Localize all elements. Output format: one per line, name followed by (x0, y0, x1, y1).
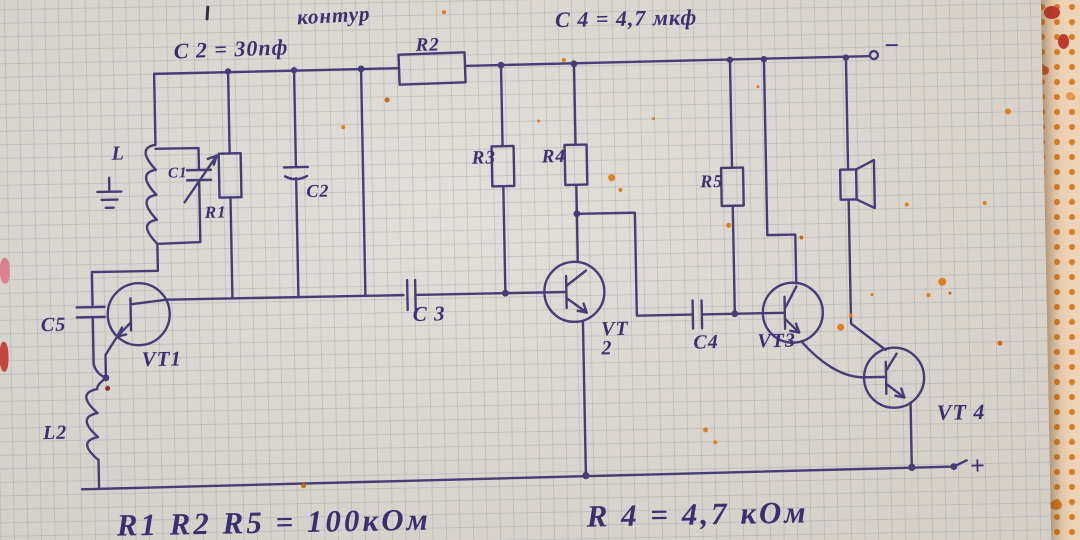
label-kontur: контур (296, 1, 371, 30)
paint-splatter (799, 235, 804, 240)
capacitor-c1-variable (154, 146, 218, 246)
label-r1: R1 (204, 202, 227, 222)
speaker-icon (838, 55, 887, 352)
resistor-r4 (563, 62, 589, 215)
paint-splatter (870, 293, 874, 297)
paint-splatter (384, 97, 390, 103)
capacitor-c5 (75, 305, 108, 380)
paint-splatter (997, 340, 1003, 346)
paint-splatter (948, 291, 952, 295)
resistor-r3 (490, 64, 516, 295)
minus-terminal-label: − (883, 30, 901, 60)
tank-circuit (90, 67, 367, 307)
notebook-paper: контур C 2 = 30пф C 4 = 4,7 мкф R2 L C1 … (0, 0, 1052, 540)
resistor-r1 (217, 70, 243, 300)
label-r3: R3 (471, 147, 497, 169)
capacitor-c3 (364, 278, 568, 312)
paint-splatter (441, 10, 447, 15)
label-l2: L2 (42, 421, 68, 445)
paint-splatter (652, 117, 656, 121)
paint-splatter (726, 222, 732, 228)
label-c2-value: C 2 = 30пф (173, 34, 289, 64)
label-r-values: R1 R2 R5 = 100кОм (116, 501, 432, 540)
capacitor-c2 (282, 68, 310, 299)
inductor-l-coil (144, 143, 159, 246)
paint-splatter (561, 57, 566, 63)
label-r5: R5 (700, 170, 724, 192)
paint-splatter (982, 200, 987, 205)
junction-dots (102, 54, 958, 480)
paint-splatter (608, 174, 616, 182)
label-c5: C5 (40, 313, 67, 337)
paint-splatter (713, 440, 718, 445)
label-vt1: VT1 (141, 346, 183, 372)
tablecloth-stain (1058, 34, 1069, 49)
label-r4-value: R 4 = 4,7 кОм (586, 494, 809, 534)
label-vt4: VT 4 (936, 398, 986, 425)
label-c1: C1 (167, 165, 188, 182)
tablecloth-stain (1040, 66, 1049, 75)
transistor-vt4 (862, 346, 926, 469)
paint-splatter (537, 119, 541, 123)
transistor-vt2 (543, 212, 606, 477)
pink-stain (0, 341, 9, 372)
paint-splatter (618, 187, 623, 192)
pen-mark (205, 5, 210, 21)
label-c4: C4 (693, 331, 719, 354)
paint-splatter (848, 313, 853, 318)
ink-speck (105, 385, 111, 391)
label-r2: R2 (415, 34, 440, 56)
transistor-vt1 (104, 282, 171, 380)
tablecloth-stain (1044, 6, 1060, 19)
plus-terminal-label: + (969, 450, 986, 481)
transistor-vt3 (761, 56, 866, 379)
paint-splatter (702, 427, 709, 433)
paint-splatter (756, 85, 760, 89)
paint-splatter (926, 293, 931, 298)
resistor-r5 (719, 58, 745, 315)
label-vt3: VT3 (757, 329, 797, 353)
bottom-rail (80, 459, 968, 491)
paint-splatter (300, 483, 307, 489)
paint-splatter (904, 202, 909, 207)
label-c2: C2 (306, 180, 330, 201)
paint-splatter (1004, 108, 1012, 115)
tablecloth-stain (1050, 500, 1062, 510)
label-vt2: VT 2 (600, 317, 629, 360)
label-c3: C 3 (412, 301, 446, 326)
tablecloth-stain (1066, 92, 1074, 100)
ground-symbol (96, 176, 123, 210)
inductor-l2 (85, 376, 108, 491)
resistor-r2 (397, 51, 467, 86)
label-l: L (111, 142, 126, 165)
pink-stain (0, 257, 11, 284)
label-r4: R4 (541, 145, 567, 168)
label-c4-value: C 4 = 4,7 мкф (554, 4, 698, 33)
paint-splatter (341, 125, 346, 130)
